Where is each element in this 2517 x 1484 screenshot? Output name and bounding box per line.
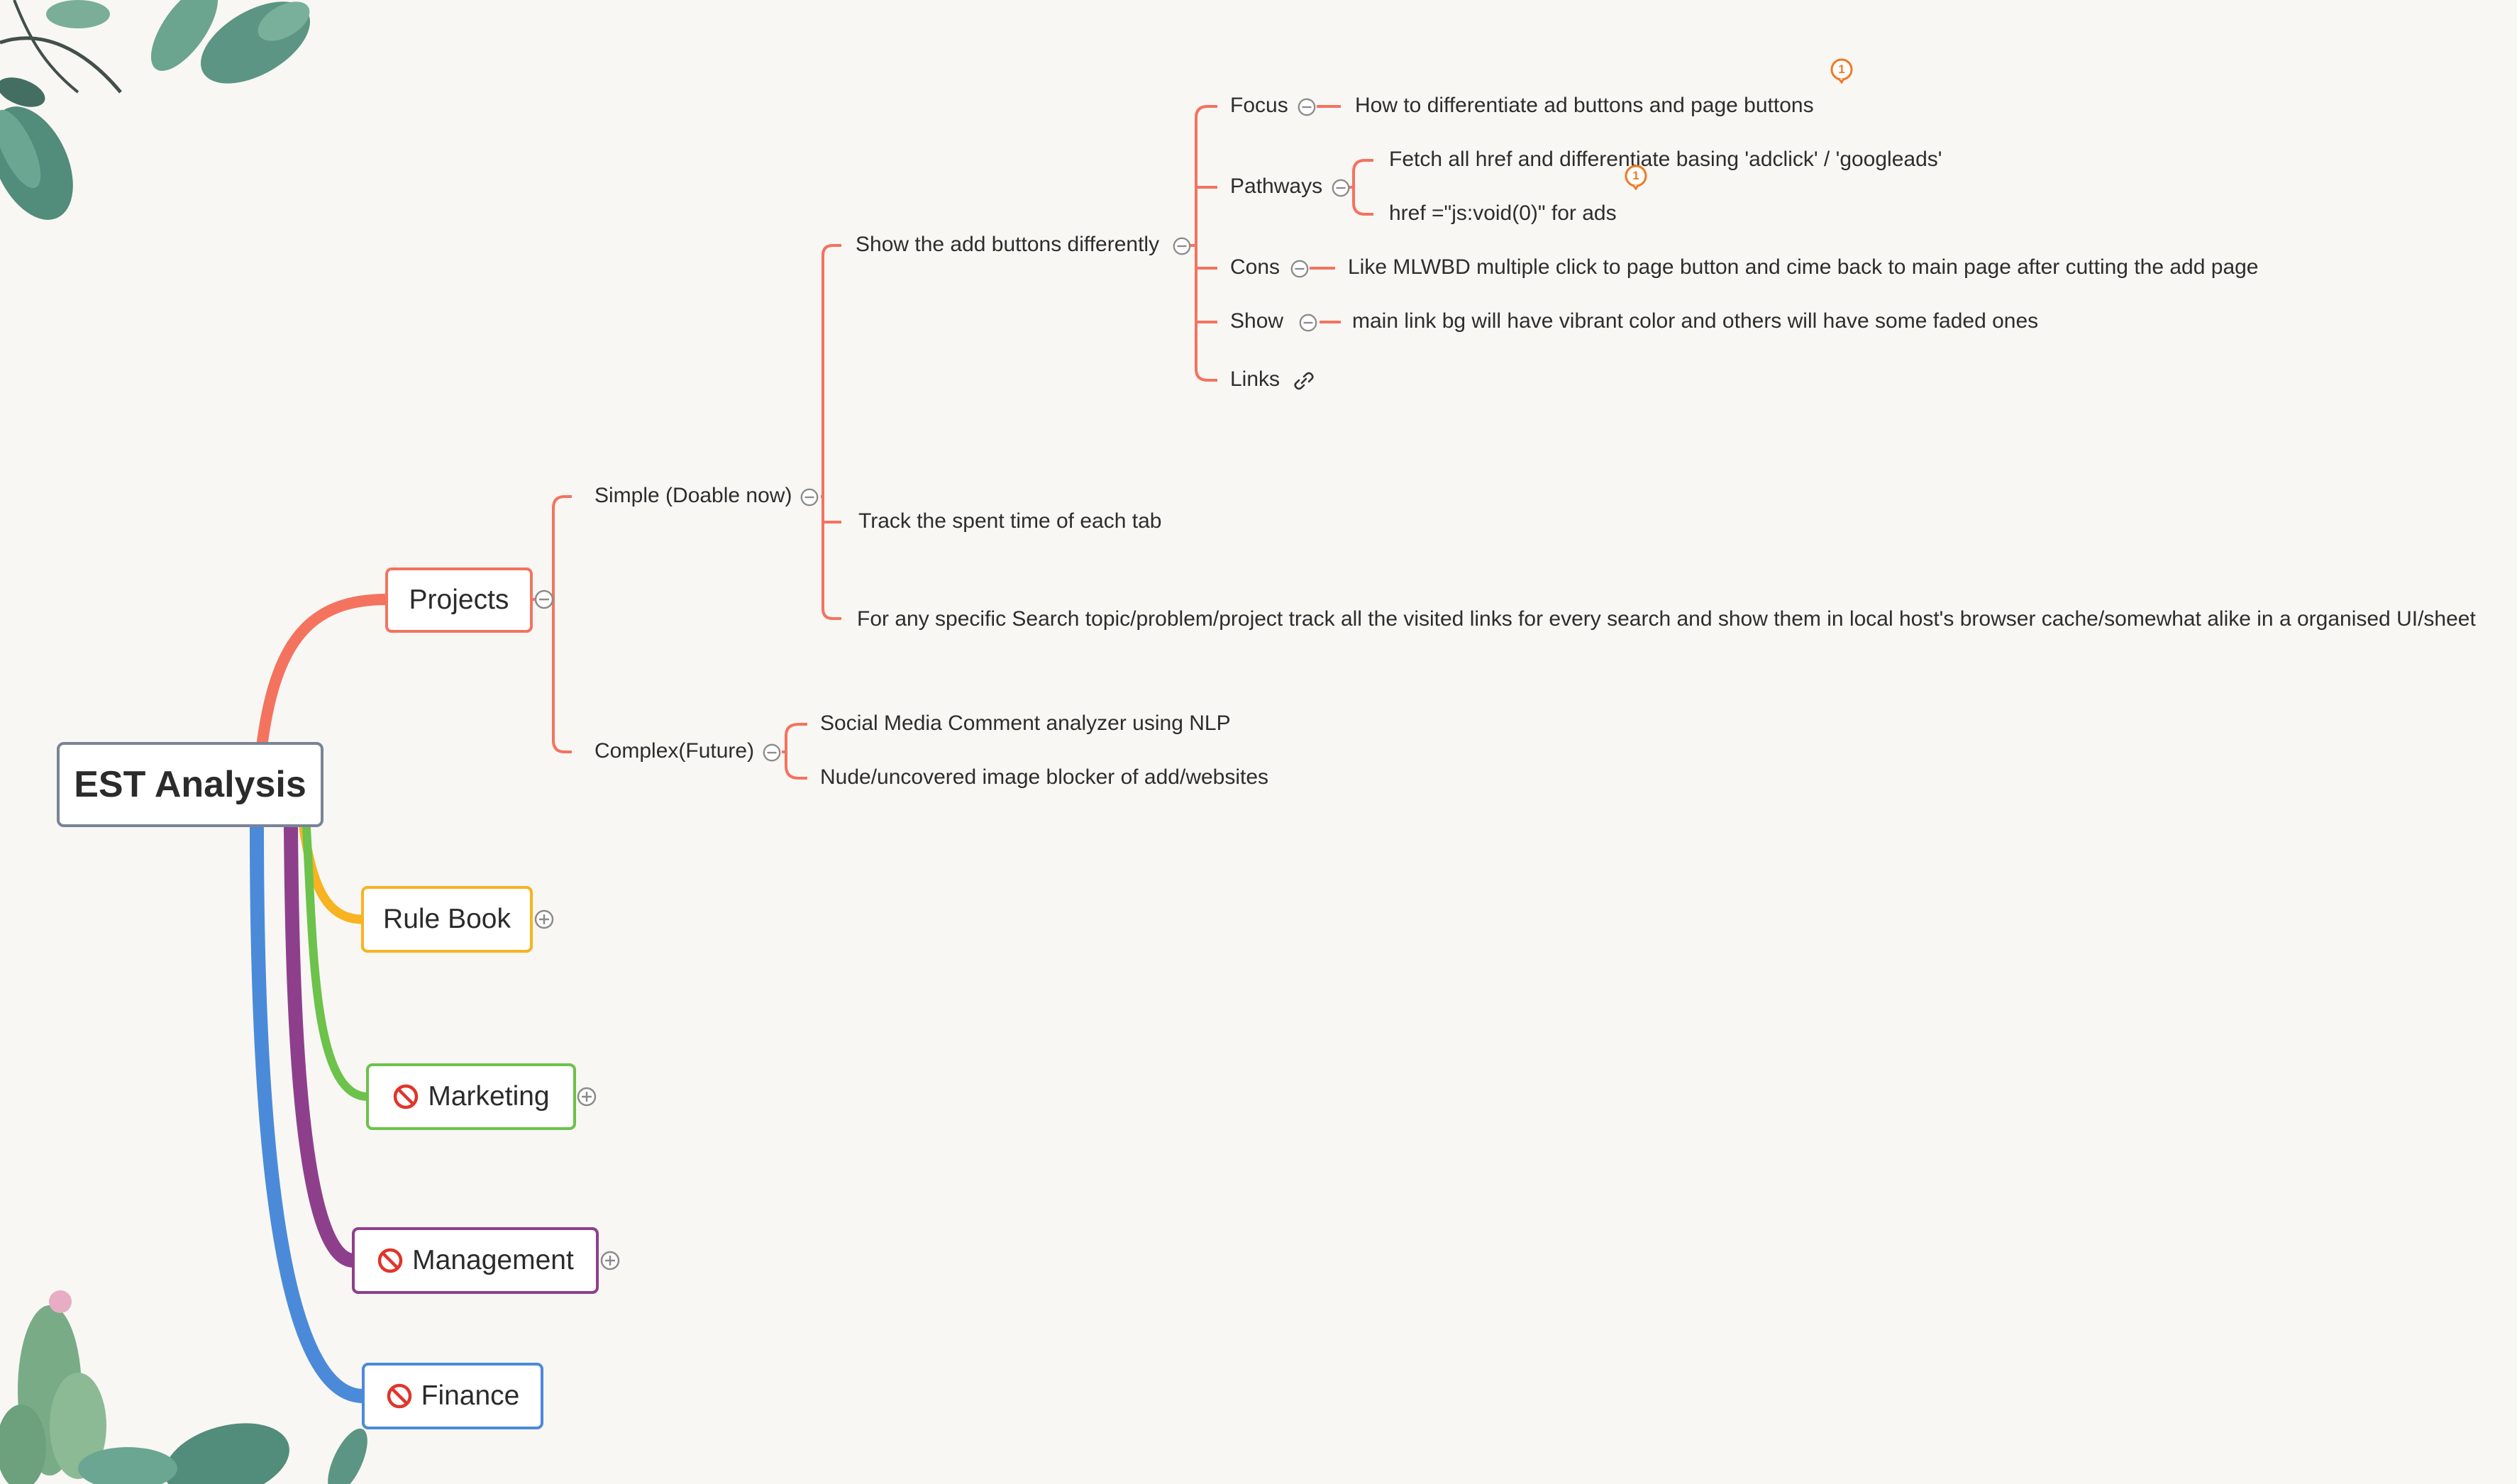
focus-collapse-button[interactable] (1297, 97, 1317, 117)
branch-marketing-label: Marketing (428, 1081, 550, 1112)
pathways-collapse-button[interactable] (1331, 178, 1351, 198)
link-icon[interactable] (1293, 370, 1315, 392)
collapse-icon (800, 488, 819, 506)
show-collapse-button[interactable] (1298, 313, 1318, 333)
simple-collapse-button[interactable] (800, 487, 819, 507)
no-entry-icon (377, 1247, 404, 1274)
topic-focus-detail[interactable]: How to differentiate ad buttons and page… (1355, 94, 1814, 117)
comment-badge-count: 1 (1632, 169, 1639, 182)
comment-badge-icon[interactable]: 1 (1623, 165, 1649, 191)
branch-finance[interactable]: Finance (362, 1363, 543, 1429)
topic-complex[interactable]: Complex(Future) (594, 739, 755, 763)
topic-links[interactable]: Links (1230, 367, 1280, 391)
topic-cons[interactable]: Cons (1230, 255, 1280, 279)
comment-badge-icon[interactable]: 1 (1829, 58, 1854, 84)
branch-marketing[interactable]: Marketing (366, 1063, 576, 1130)
collapse-icon (763, 743, 781, 762)
topic-simple[interactable]: Simple (Doable now) (594, 484, 792, 507)
cons-collapse-button[interactable] (1290, 259, 1310, 279)
branch-management[interactable]: Management (352, 1227, 599, 1294)
topic-show-add-buttons[interactable]: Show the add buttons differently (856, 233, 1160, 256)
show-add-buttons-collapse-button[interactable] (1172, 236, 1192, 256)
collapse-icon (1298, 98, 1316, 116)
expand-icon (600, 1251, 620, 1270)
pathways-item-void-href[interactable]: href ="js:void(0)" for ads (1389, 201, 1617, 225)
branch-rule-book[interactable]: Rule Book (361, 886, 533, 953)
collapse-icon (1299, 314, 1317, 332)
topic-track-time[interactable]: Track the spent time of each tab (858, 509, 1162, 533)
expand-icon (534, 909, 554, 929)
topic-show[interactable]: Show (1230, 309, 1284, 333)
projects-connectors (532, 105, 1373, 780)
branch-management-label: Management (412, 1245, 574, 1275)
topic-show-detail[interactable]: main link bg will have vibrant color and… (1352, 309, 2039, 333)
topic-pathways[interactable]: Pathways (1230, 175, 1323, 198)
topic-cons-detail[interactable]: Like MLWBD multiple click to page button… (1348, 255, 2259, 279)
rule-book-expand-button[interactable] (533, 909, 555, 930)
marketing-expand-button[interactable] (576, 1086, 597, 1107)
main-branches (250, 594, 392, 1403)
topic-image-blocker[interactable]: Nude/uncovered image blocker of add/webs… (820, 765, 1269, 789)
topic-focus[interactable]: Focus (1230, 94, 1288, 117)
branch-projects-label: Projects (409, 585, 509, 615)
projects-collapse-button[interactable] (533, 589, 555, 610)
topic-social-media-analyzer[interactable]: Social Media Comment analyzer using NLP (820, 711, 1231, 735)
topic-specific-search[interactable]: For any specific Search topic/problem/pr… (857, 607, 2476, 631)
collapse-icon (534, 589, 554, 609)
collapse-icon (1173, 237, 1191, 255)
no-entry-icon (392, 1083, 419, 1110)
comment-badge-count: 1 (1838, 62, 1845, 76)
branch-rule-book-label: Rule Book (383, 904, 511, 934)
management-expand-button[interactable] (599, 1250, 621, 1271)
root-node[interactable]: EST Analysis (57, 742, 323, 827)
complex-collapse-button[interactable] (762, 743, 782, 763)
expand-icon (577, 1087, 597, 1107)
no-entry-icon (386, 1383, 413, 1410)
foliage-decoration-top (0, 0, 310, 220)
collapse-icon (1332, 179, 1350, 197)
branch-projects[interactable]: Projects (385, 567, 533, 633)
pathways-item-fetch-href[interactable]: Fetch all href and differentiate basing … (1389, 148, 1942, 171)
collapse-icon (1290, 260, 1309, 278)
root-node-label: EST Analysis (74, 764, 306, 805)
branch-finance-label: Finance (421, 1380, 520, 1411)
foliage-decoration-bottom (0, 1290, 367, 1484)
